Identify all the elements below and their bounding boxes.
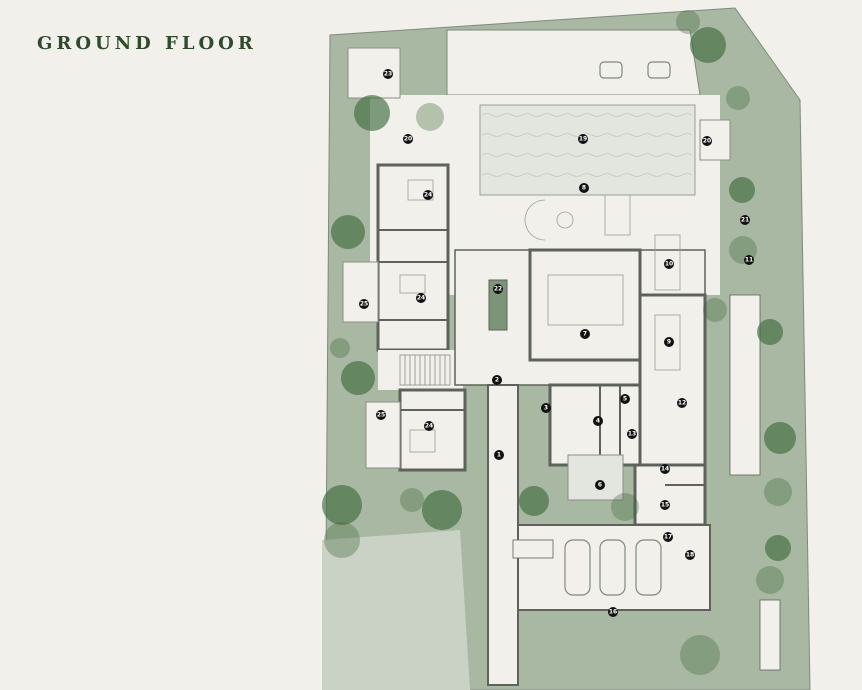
room-label-24c: 24 (424, 421, 434, 431)
room-number: 15 (661, 502, 669, 509)
room-marker (376, 410, 386, 420)
courtyard-6 (567, 454, 624, 501)
room-number: 21 (741, 217, 749, 224)
room-number: 24 (417, 295, 425, 302)
room-label-3: 3 (541, 403, 551, 413)
room-label-15: 15 (660, 500, 670, 510)
room-number: 3 (544, 405, 548, 412)
room-marker (423, 190, 433, 200)
room-marker (383, 69, 393, 79)
room-marker (359, 299, 369, 309)
room-marker (492, 375, 502, 385)
room-number: 16 (609, 609, 617, 616)
room-label-10: 10 (664, 259, 674, 269)
room-label-13: 13 (627, 429, 637, 439)
room-label-9: 9 (664, 337, 674, 347)
room-marker (595, 480, 605, 490)
staircase (399, 354, 451, 386)
room-label-6: 6 (595, 480, 605, 490)
room-marker (424, 421, 434, 431)
room-label-8: 8 (579, 183, 589, 193)
room-number: 2 (495, 377, 499, 384)
room-number: 18 (686, 552, 694, 559)
room-label-17: 17 (663, 532, 673, 542)
pool (479, 104, 696, 196)
lawn (322, 530, 470, 690)
room-number: 25 (377, 412, 385, 419)
room-number: 8 (582, 185, 586, 192)
room-marker (664, 259, 674, 269)
room-label-21: 21 (740, 215, 750, 225)
room-label-16: 16 (608, 607, 618, 617)
room-marker (663, 532, 673, 542)
room-marker (493, 284, 503, 294)
room-label-23: 23 (383, 69, 393, 79)
room-number: 4 (596, 418, 600, 425)
room-number: 12 (678, 400, 686, 407)
trees (322, 10, 796, 675)
room-number: 6 (598, 482, 602, 489)
room-number: 24 (425, 423, 433, 430)
room-label-11: 11 (744, 255, 754, 265)
room-marker (416, 293, 426, 303)
room-label-14: 14 (660, 464, 670, 474)
room-label-25a: 25 (359, 299, 369, 309)
room-label-25b: 25 (376, 410, 386, 420)
room-marker (403, 134, 413, 144)
room-number: 24 (424, 192, 432, 199)
room-label-22: 22 (493, 284, 503, 294)
room-marker (744, 255, 754, 265)
room-label-4: 4 (593, 416, 603, 426)
room-label-20a: 20 (403, 134, 413, 144)
room-marker (660, 464, 670, 474)
room-number: 17 (664, 534, 672, 541)
room-marker (664, 337, 674, 347)
room-marker (541, 403, 551, 413)
room-number: 11 (745, 257, 753, 264)
room-label-2: 2 (492, 375, 502, 385)
room-marker (608, 607, 618, 617)
room-label-18: 18 (685, 550, 695, 560)
room-marker (627, 429, 637, 439)
room-marker (593, 416, 603, 426)
room-label-1: 1 (494, 450, 504, 460)
room-marker (740, 215, 750, 225)
room-marker (660, 500, 670, 510)
room-marker (580, 329, 590, 339)
furniture (399, 179, 681, 453)
room-number: 1 (497, 452, 501, 459)
pavilion-25a (342, 261, 379, 323)
room-marker (677, 398, 687, 408)
room-label-19: 19 (578, 134, 588, 144)
courtyard-planter (488, 279, 508, 331)
room-number: 23 (384, 71, 392, 78)
room-label-24a: 24 (423, 190, 433, 200)
room-number: 25 (360, 301, 368, 308)
room-label-12: 12 (677, 398, 687, 408)
room-marker (620, 394, 630, 404)
room-number: 5 (623, 396, 627, 403)
room-marker (702, 136, 712, 146)
room-number: 14 (661, 466, 669, 473)
room-number: 22 (494, 286, 502, 293)
room-number: 9 (667, 339, 671, 346)
room-marker (579, 183, 589, 193)
room-marker (685, 550, 695, 560)
room-labels: 1 2 3 4 5 6 7 8 9 10 11 12 13 14 15 16 1… (359, 69, 754, 617)
room-number: 10 (665, 261, 673, 268)
room-number: 7 (583, 331, 587, 338)
room-label-7: 7 (580, 329, 590, 339)
room-label-5: 5 (620, 394, 630, 404)
floor-title: GROUND FLOOR (37, 33, 257, 54)
room-label-24b: 24 (416, 293, 426, 303)
room-number: 13 (628, 431, 636, 438)
room-label-20b: 20 (702, 136, 712, 146)
room-number: 20 (404, 136, 412, 143)
cars (564, 61, 671, 596)
room-number: 20 (703, 138, 711, 145)
room-marker (578, 134, 588, 144)
room-number: 19 (579, 136, 587, 143)
room-marker (494, 450, 504, 460)
